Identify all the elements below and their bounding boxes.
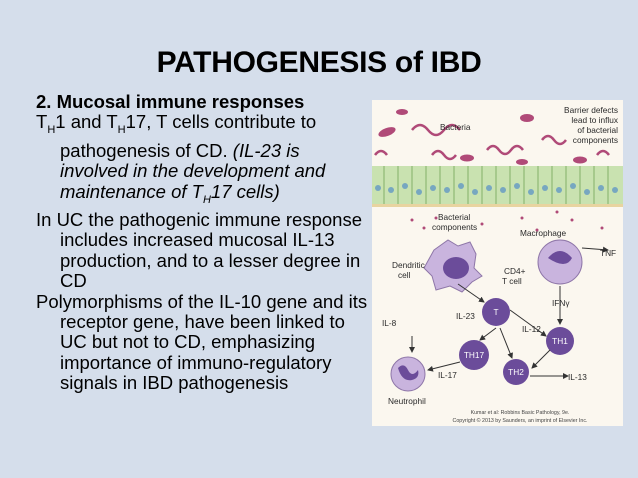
cd4-t-cell xyxy=(482,298,510,326)
slide-title: PATHOGENESIS of IBD xyxy=(156,46,482,79)
label-il8: IL-8 xyxy=(382,318,397,328)
paragraph-uc: In UC the pathogenic immune response inc… xyxy=(36,209,362,292)
label-il13: IL-13 xyxy=(568,372,587,382)
neutrophil-cell xyxy=(390,356,426,392)
th17-cell xyxy=(459,340,489,370)
slide-body: 2. Mucosal immune responses TH1 and TH17… xyxy=(36,91,371,394)
macrophage-cell xyxy=(537,239,583,285)
subscript-h: H xyxy=(202,193,211,206)
pathogenesis-figure: Barrier defects lead to influx of bacter… xyxy=(372,100,623,426)
label-dendritic: cell xyxy=(398,270,411,280)
label-t-cell: T xyxy=(493,307,498,317)
label-bacterial-components: components xyxy=(432,222,477,232)
label-th2: TH2 xyxy=(508,367,524,377)
text-th1: 1 and T xyxy=(55,111,118,133)
label-barrier: Barrier defects lead to influx of bacter… xyxy=(564,105,619,145)
label-cd4: T cell xyxy=(502,276,522,286)
th2-cell xyxy=(503,359,529,385)
figure-illustration: Barrier defects lead to influx of bacter… xyxy=(372,105,623,424)
signal-arrows xyxy=(409,246,609,379)
epithelium xyxy=(372,166,623,207)
label-tnf: TNF xyxy=(600,248,616,258)
label-th17: TH17 xyxy=(464,350,485,360)
text-il23-note-end: 17 cells) xyxy=(210,180,280,202)
label-macrophage: Macrophage xyxy=(520,228,567,238)
label-bacterial-components: Bacterial xyxy=(438,212,470,222)
label-barrier-line: components xyxy=(573,135,618,145)
subscript-h: H xyxy=(117,124,126,137)
paragraph-th-cells: TH1 and TH17, T cells contribute to path… xyxy=(36,112,371,210)
paragraph-polymorphisms: Polymorphisms of the IL-10 gene and its … xyxy=(36,290,368,394)
label-il12: IL-12 xyxy=(522,324,541,334)
label-ifng: IFNγ xyxy=(552,298,570,308)
section-heading: 2. Mucosal immune responses xyxy=(36,91,305,112)
label-il23: IL-23 xyxy=(456,311,475,321)
label-cd4: CD4+ xyxy=(504,266,526,276)
label-barrier-line: of bacterial xyxy=(577,125,618,135)
th1-cell xyxy=(546,327,574,355)
label-barrier-line: Barrier defects xyxy=(564,105,618,115)
text-t: T xyxy=(36,111,48,133)
label-il17: IL-17 xyxy=(438,370,457,380)
label-neutrophil: Neutrophil xyxy=(388,396,426,406)
label-dendritic: Dendritic xyxy=(392,260,425,270)
label-th1: TH1 xyxy=(552,336,568,346)
figure-credit-line: Copyright © 2013 by Saunders, an imprint… xyxy=(453,417,588,424)
subscript-h: H xyxy=(47,124,56,137)
label-bacteria: Bacteria xyxy=(440,122,471,132)
dendritic-cell xyxy=(423,239,483,293)
text-th17: 17, T cells contribute to pathogenesis o… xyxy=(60,111,317,161)
figure-credit-line: Kumar et al: Robbins Basic Pathology, 9e… xyxy=(471,410,570,416)
bacterial-components xyxy=(410,210,604,232)
text-il23-note: (IL-23 is involved in the development an… xyxy=(60,139,326,202)
bacteria-group xyxy=(374,109,610,165)
label-barrier-line: lead to influx xyxy=(571,115,618,125)
